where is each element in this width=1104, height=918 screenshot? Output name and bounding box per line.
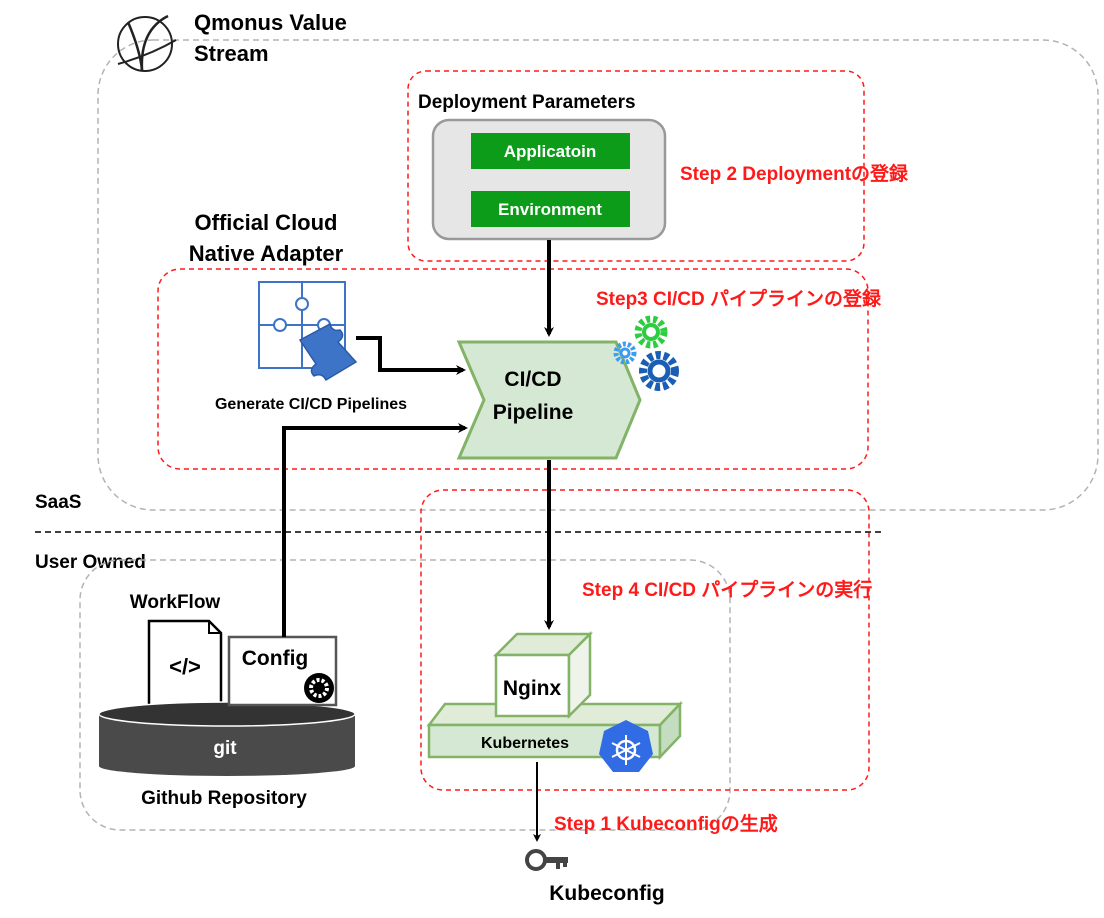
- code-glyph: </>: [169, 654, 201, 679]
- puzzle-icon: [258, 281, 358, 382]
- step2-label: Step 2 Deploymentの登録: [680, 162, 909, 185]
- config-gear-icon: [304, 673, 334, 703]
- kubeconfig-label: Kubeconfig: [549, 882, 665, 905]
- nginx-label: Nginx: [503, 677, 562, 700]
- workflow-label: WorkFlow: [130, 592, 221, 613]
- application-parameter: [471, 133, 630, 169]
- brand-title-line2: Stream: [194, 41, 269, 66]
- adapter-caption: Generate CI/CD Pipelines: [215, 396, 407, 413]
- cicd-pipeline: [456, 340, 642, 460]
- adapter-title-line1: Official Cloud: [195, 210, 338, 235]
- step3-label: Step3 CI/CD パイプラインの登録: [596, 287, 882, 310]
- environment-parameter-label: Environment: [498, 200, 602, 219]
- pipeline-label-line2: Pipeline: [493, 401, 574, 424]
- kubernetes-icon: [599, 720, 653, 772]
- nginx-box: [492, 630, 594, 720]
- arrow-config-to-pipeline: [282, 423, 468, 637]
- git-disk: [98, 701, 356, 776]
- workflow-file-icon: [147, 619, 223, 709]
- step4-region: [420, 489, 870, 791]
- step3-region: [157, 268, 869, 470]
- environment-parameter: [471, 191, 630, 227]
- brand-title-line1: Qmonus Value: [194, 10, 347, 35]
- user-owned-region: [79, 559, 731, 831]
- user-owned-label: User Owned: [35, 552, 146, 573]
- config-label: Config: [242, 647, 308, 670]
- arrow-adapter-to-pipeline: [356, 336, 466, 375]
- key-icon: [525, 849, 568, 871]
- qmonus-logo: [117, 14, 177, 72]
- gears-icon: [613, 315, 679, 391]
- application-parameter-label: Applicatoin: [504, 142, 597, 161]
- pipeline-label-line1: CI/CD: [504, 368, 561, 391]
- saas-region: [97, 39, 1099, 511]
- saas-label: SaaS: [35, 492, 81, 513]
- deployment-parameters-title: Deployment Parameters: [418, 92, 636, 113]
- kubernetes-label: Kubernetes: [481, 735, 569, 752]
- step2-region: [407, 70, 865, 262]
- git-label: git: [213, 738, 237, 759]
- repository-caption: Github Repository: [141, 788, 307, 809]
- adapter-title-line2: Native Adapter: [189, 241, 344, 266]
- step1-label: Step 1 Kubeconfigの生成: [554, 812, 778, 835]
- step4-label: Step 4 CI/CD パイプラインの実行: [582, 578, 872, 601]
